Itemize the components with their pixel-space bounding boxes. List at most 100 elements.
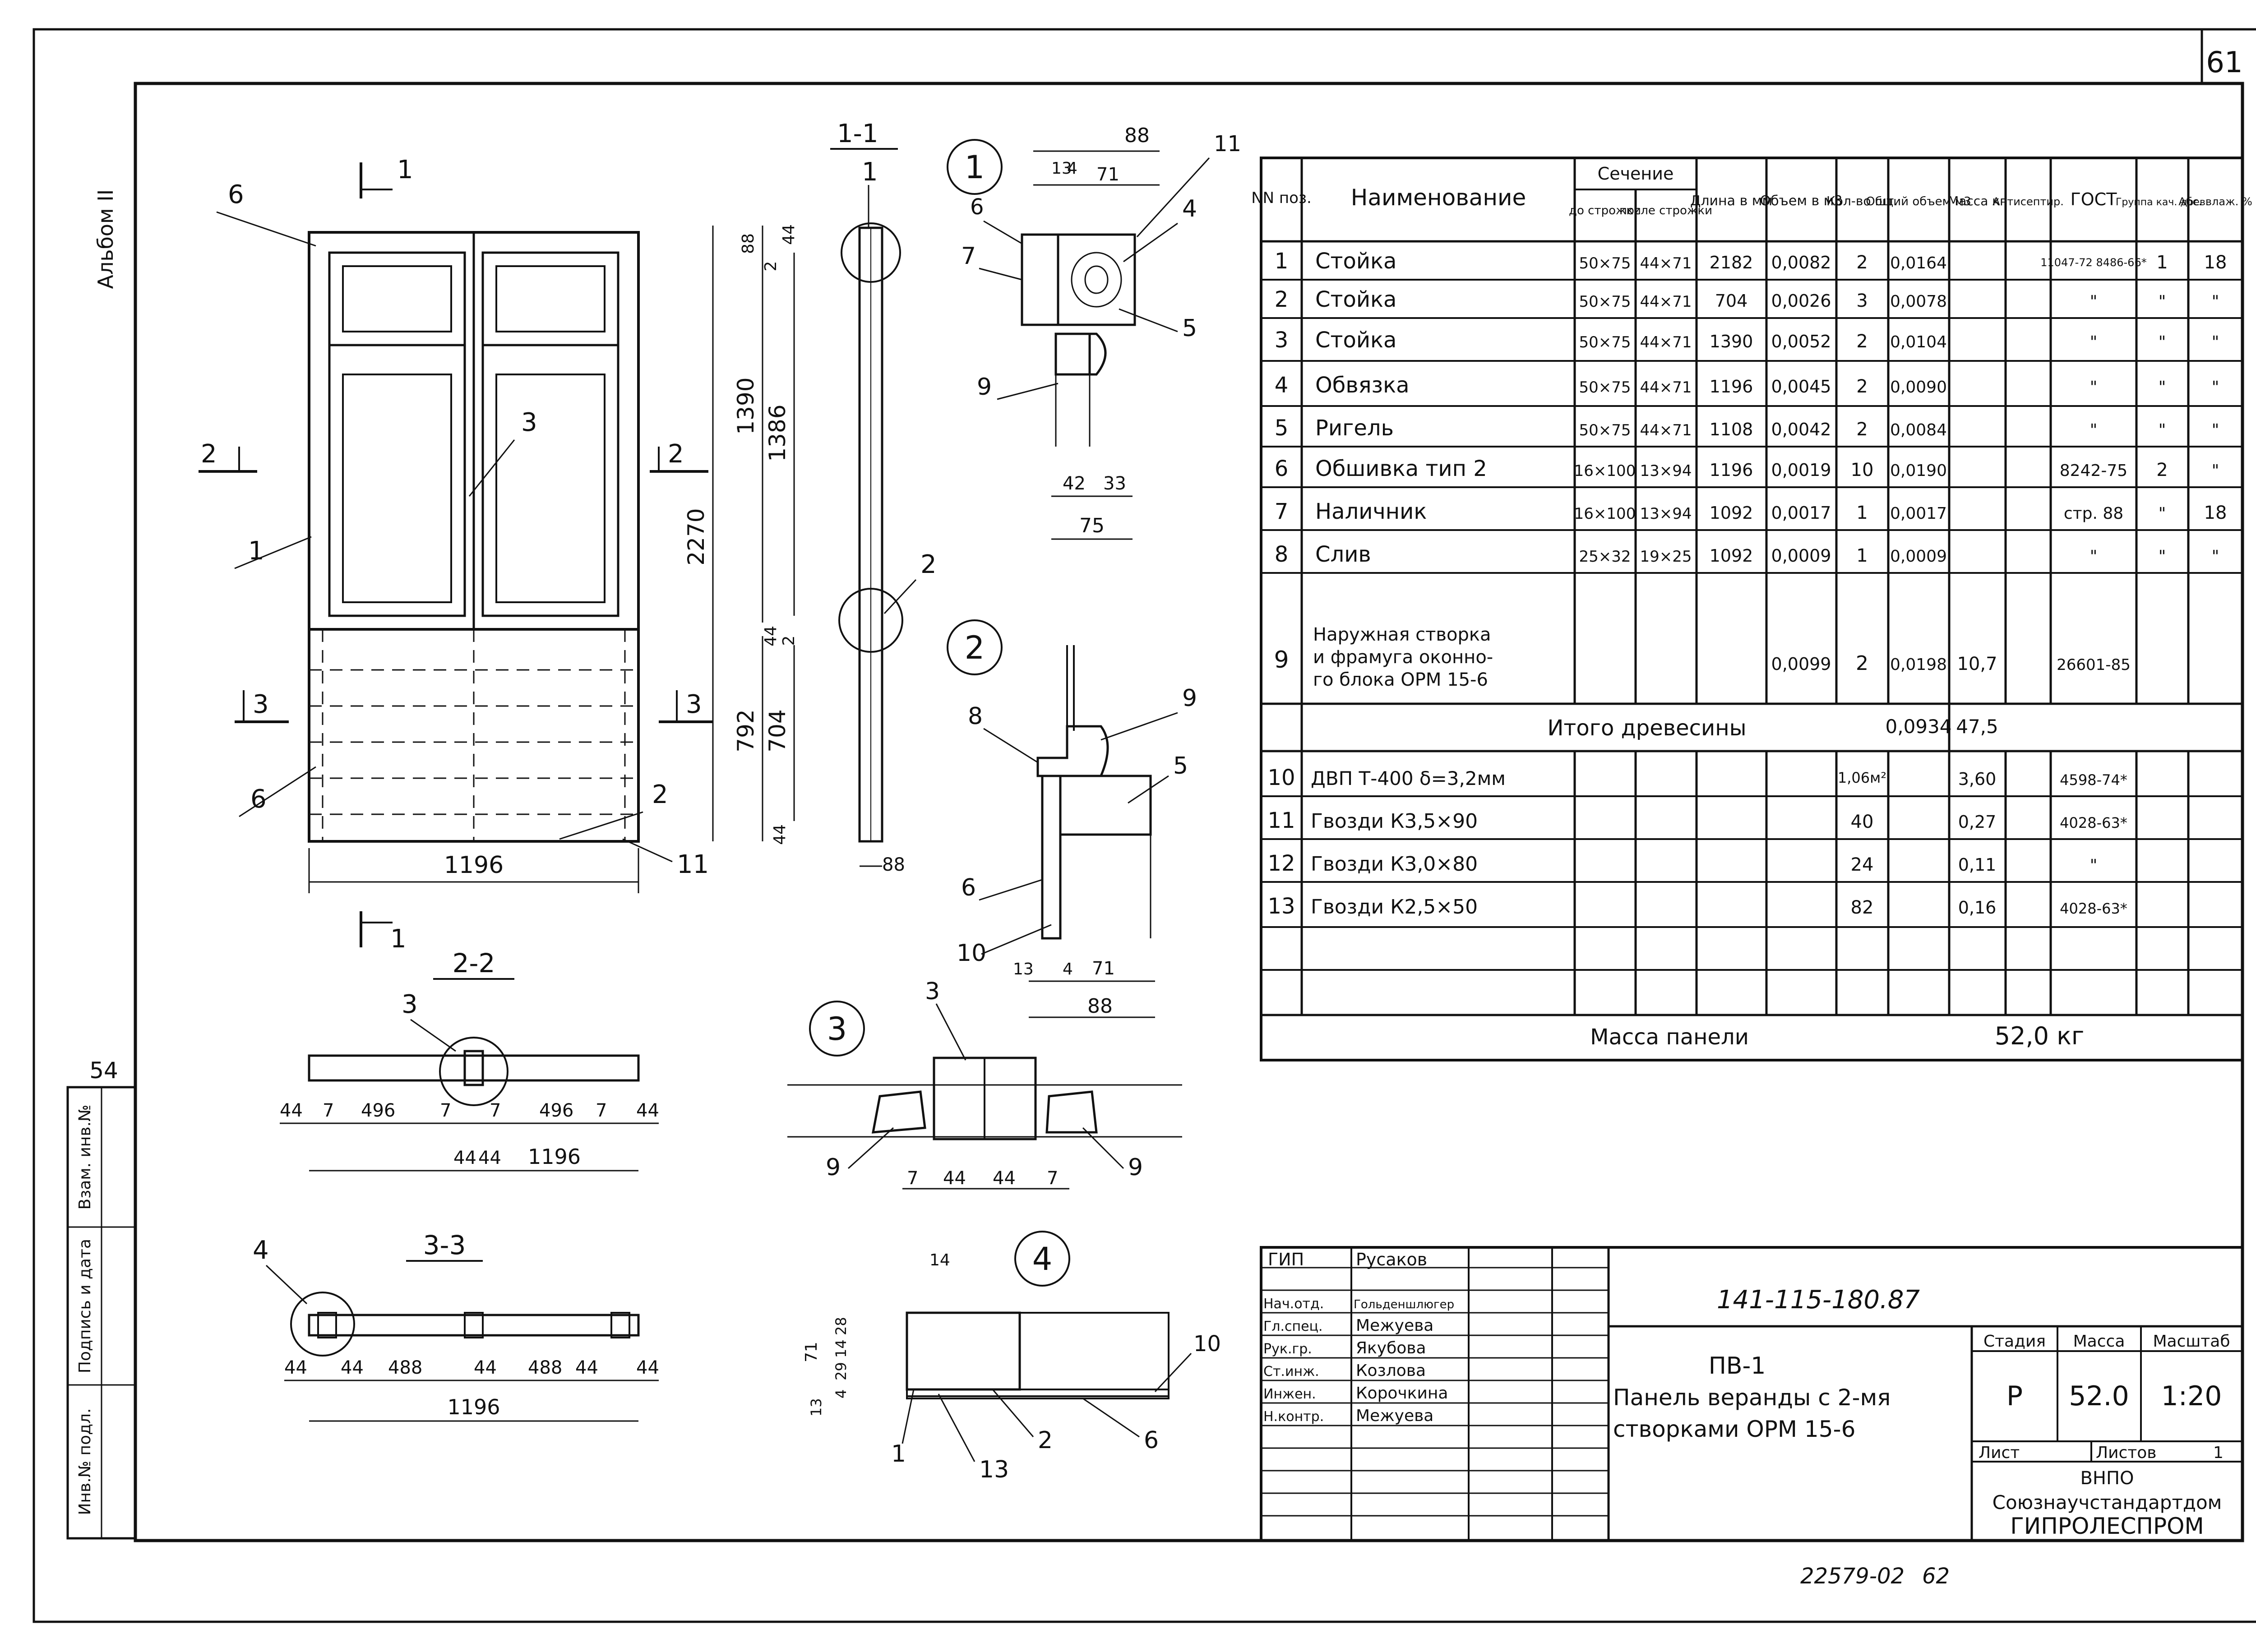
dim-top-b: 2 [762,261,780,272]
cell-pos: 2 [1275,287,1289,312]
cell-moist: " [2212,333,2219,351]
table-row: 8 Слив 25×32 19×25 1092 0,0009 1 0,0009 … [1275,542,2219,567]
title-line-3: створками ОРМ 15-6 [1613,1416,1855,1442]
dim-bottom: 44 [771,824,789,845]
dim-mid-a: 44 [762,626,780,646]
cell-name: Обшивка тип 2 [1315,456,1487,481]
name-gip: Русаков [1356,1250,1427,1269]
detail-2-dim-4: 4 [1063,960,1073,978]
side-number: 54 [89,1057,118,1084]
detail-4-callout-2: 2 [1038,1427,1053,1454]
cell-total: 0,0190 [1890,461,1947,480]
detail-1-callout-11: 11 [1214,131,1241,157]
cell-mass: 10,7 [1957,654,1997,674]
s33-dim-3: 44 [474,1357,497,1378]
title-line-1: ПВ-1 [1709,1352,1766,1380]
cell-name: Обвязка [1315,373,1409,398]
cell-group: " [2159,333,2166,351]
stamp-inv: Инв.№ подл. [76,1408,94,1515]
cell-total: 0,0198 [1890,655,1947,674]
th-name: Наименование [1351,185,1526,211]
detail-2-callout-9: 9 [1182,685,1197,712]
cell-qty: 1 [1856,503,1868,523]
dim-total: 2270 [683,508,709,565]
s22-dim-9: 44 [478,1148,501,1168]
org-line-2: Союзнаучстандартдом [1992,1491,2222,1514]
cell-total: 0,0009 [1890,547,1947,566]
cell-gost: " [2090,292,2098,311]
cell-length: 1196 [1710,377,1753,397]
cell-total: 0,0017 [1890,504,1947,523]
th-group: Группа кач. древ. [2116,197,2209,208]
panel-mass-value: 52,0 кг [1995,1022,2084,1050]
panel-mass-label: Масса панели [1590,1024,1749,1050]
cell-volume: 0,0026 [1771,291,1831,311]
role-engineer: Инжен. [1263,1386,1316,1402]
name-control: Межуева [1356,1407,1433,1425]
cell-qty: 2 [1856,252,1868,273]
cell-group: " [2159,421,2166,439]
detail-1-callout-9: 9 [977,374,992,401]
cell-mass: 0,16 [1958,898,1997,918]
cell-pos: 1 [1275,249,1289,274]
section-3-3: 3-3 4 44 44 488 44 488 44 44 1196 [253,1230,659,1422]
cell-before: 50×75 [1579,378,1631,397]
th-qty: Кол-во шт. [1826,194,1898,208]
cell-qty: 2 [1856,652,1868,675]
th-total: Общий объем м3 [1866,195,1971,208]
cell-qty: 82 [1851,897,1874,918]
cell-before: 50×75 [1579,421,1631,439]
cell-name: ДВП Т-400 δ=3,2мм [1311,767,1506,789]
scale-label: Масштаб [2153,1332,2230,1351]
cell-pos: 11 [1267,808,1295,833]
detail-2-dim-88: 88 [1087,995,1113,1018]
cell-qty: 40 [1851,812,1874,832]
name-head: Гольденшлюгер [1354,1298,1454,1311]
cell-group: " [2159,547,2166,566]
role-control: Н.контр. [1263,1409,1324,1425]
section-1-1-label: 1-1 [837,119,878,148]
cell-name: Стойка [1315,249,1396,274]
dim-mid-b: 2 [780,636,798,646]
cell-volume: 0,0042 [1771,420,1831,439]
cell-length: 1092 [1710,546,1753,566]
cell-gost: 4598-74* [2060,771,2127,789]
cell-length: 704 [1715,291,1748,311]
cell-name-line1: Наружная створка [1313,624,1491,645]
detail-1-callout-4: 4 [1182,195,1197,222]
detail-4-callout-13: 13 [979,1456,1009,1483]
cell-volume: 0,0045 [1771,377,1831,397]
table-row: 12 Гвозди К3,0×80 24 0,11 " [1267,851,2097,876]
role-chief: Гл.спец. [1263,1319,1323,1334]
cut-1-bottom: 1 [390,924,407,954]
section-3-3-label: 3-3 [423,1230,466,1260]
cell-name: Гвозди К3,0×80 [1311,853,1478,876]
callout-3: 3 [521,408,537,437]
cell-name: Гвозди К2,5×50 [1311,895,1478,918]
cell-volume: 0,0019 [1771,460,1831,480]
page-number: 61 [2206,46,2242,79]
dim-width: 1196 [444,852,504,879]
detail-3-dim-7-left: 7 [907,1168,918,1189]
cell-before: 50×75 [1579,293,1631,311]
cell-volume: 0,0052 [1771,332,1831,351]
cell-total: 0,0078 [1890,292,1947,311]
table-row: 2 Стойка 50×75 44×71 704 0,0026 3 0,0078… [1275,287,2219,312]
detail-4-callout-6: 6 [1144,1427,1159,1454]
detail-1-dim-42: 42 [1063,473,1086,494]
cell-after: 44×71 [1640,293,1692,311]
detail-4-callout-10: 10 [1193,1331,1221,1357]
callout-6-top: 6 [228,180,244,209]
detail-4-label: 4 [1032,1241,1053,1278]
cell-gost: стр. 88 [2064,504,2123,523]
panel-mass-row: Масса панели 52,0 кг [1590,1022,2084,1050]
detail-4-dim-4: 4 [832,1389,850,1398]
s33-dim-0: 44 [284,1357,307,1378]
detail-2: 2 9 8 5 6 10 13 4 71 88 [947,619,1197,1018]
callout-6-bottom: 6 [250,784,267,814]
table-row: 11 Гвозди К3,5×90 40 0,27 4028-63* [1267,808,2127,833]
cell-qty: 2 [1856,331,1868,352]
table-row: 10 ДВП Т-400 δ=3,2мм 1,06м² 3,60 4598-74… [1267,765,2127,790]
cell-length: 2182 [1710,253,1753,272]
detail-1-callout-6: 6 [970,194,984,220]
